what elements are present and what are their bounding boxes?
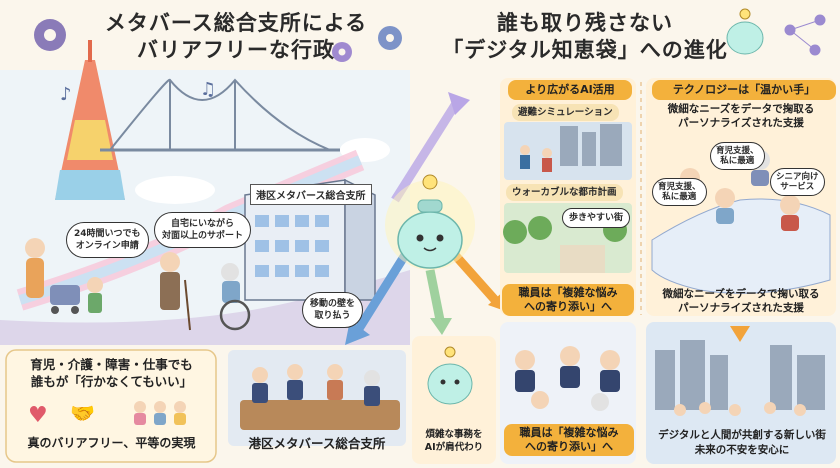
tech-tag: テクノロジーは「温かい手」 [652,80,836,100]
bubble-text: 育児支援、 [658,182,701,192]
bubble-text: 取り払う [314,311,351,321]
city-line: デジタルと人間が共創する新しい街 [658,429,826,441]
office-caption: 港区メタバース総合支所 [248,436,386,451]
network-icon [784,14,826,56]
box-line: 誰もが「行かなくてもいい」 [30,374,193,389]
cloud [135,176,215,204]
barrier-free-caption: 真のバリアフリー、平等の実現 [27,436,196,450]
lightbulb-icon [422,174,438,190]
bubble-home: 自宅にいながら 対面以上のサポート [154,212,252,248]
small-mascot [412,336,496,464]
heart-icon: ♥ [28,403,48,428]
lightbulb-icon [444,346,456,358]
caption-line: AIが肩代わり [424,442,484,453]
handshake-icon: 🤝 [70,401,95,425]
bubble-text: シニア向け [776,172,819,182]
bubble-text: 私に最適 [720,156,755,166]
staff-tag: 職員は「複雑な悩み への寄り添い」へ [502,284,634,316]
mother-with-stroller [25,238,103,314]
gear-icon [34,19,66,51]
tag-line: への寄り添い」へ [525,440,613,453]
tech-bottom-text: 微細なニーズをデータで掬い取る パーソナライズされた支援 [648,287,834,315]
meeting-people [252,364,380,406]
right-title: 誰も取り残さない 「デジタル知恵袋」への進化 [440,10,730,64]
city-line: 未来の不安を安心に [694,444,790,456]
bubble-text: 育児支援、 [716,146,759,156]
bubble-text: サービス [780,182,815,192]
elderly-man [160,252,191,331]
bubble-child-2: 育児支援、 私に最適 [652,178,707,206]
left-title: メタバース総合支所による バリアフリーな行政 [86,10,386,64]
building-sign: 港区メタバース総合支所 [250,184,372,205]
city-people [674,402,806,416]
wheelchair-user [219,263,251,331]
arrow-down-icon [730,326,750,342]
left-title-line: メタバース総合支所による [104,11,368,35]
left-title-line: バリアフリーな行政 [137,38,335,62]
tech-line: 微細なニーズをデータで掬い取る [662,288,820,300]
tech-line: 微細なニーズをデータで掬取る [667,103,815,115]
bubble-online: 24時間いつでも オンライン申請 [66,222,149,258]
running-people [520,145,552,172]
caption-line: 煩雑な事務を [425,429,483,440]
ai-tag: より広がるAI活用 [508,80,632,100]
tech-line: パーソナライズされた支援 [678,117,804,129]
tech-line: パーソナライズされた支援 [678,302,804,314]
tag-line: 職員は「複雑な悩み [518,286,618,299]
bag-icon [726,8,764,55]
bubble-text: 移動の壁を [310,299,356,309]
box-line: 育児・介護・障害・仕事でも [30,357,193,372]
right-title-line: 「デジタル知恵袋」への進化 [442,38,728,62]
staff-people [515,346,620,411]
walk-bubble: 歩きやすい街 [562,208,631,228]
right-title-line: 誰も取り残さない [497,11,673,35]
bubble-text: 自宅にいながら [171,219,235,229]
sim-label: 避難シミュレーション [512,104,619,121]
tag-line: への寄り添い」へ [524,300,612,313]
music-note-icon: ♫ [200,79,216,100]
bubble-wall: 移動の壁を 取り払う [302,292,364,328]
family-icon [134,401,186,425]
rainbow-bridge [100,78,340,152]
metaverse-building [244,178,376,301]
arrow-down [425,269,445,321]
arrow-up [391,102,459,203]
bubble-text: 24時間いつでも [74,229,141,239]
bubble-text: オンライン申請 [75,241,139,251]
mascot-caption: 煩雑な事務を AIが肩代わり [412,428,496,454]
barrier-free-box [5,349,217,463]
walk-label: ウォーカブルな都市計画 [506,184,623,201]
wisdom-bag-mascot [385,174,475,270]
tech-top-text: 微細なニーズをデータで掬取る パーソナライズされた支援 [650,102,832,130]
music-note-icon: ♪ [60,84,72,105]
gear-icon [332,26,402,62]
bubble-text: 対面以上のサポート [162,231,244,241]
ground [0,270,410,345]
tag-line: 職員は「複雑な悩み [519,426,619,439]
staff-tag-2: 職員は「複雑な悩み への寄り添い」へ [504,424,634,456]
arrow-down-right [451,252,499,303]
meeting-table [240,400,400,430]
city-caption: デジタルと人間が共創する新しい街 未来の不安を安心に [650,428,834,458]
bubble-text: 私に最適 [662,192,697,202]
bubble-senior: シニア向け サービス [770,168,825,196]
arrow-down-left [351,252,409,338]
bubble-child: 育児支援、 私に最適 [710,142,765,170]
barrier-free-heading: 育児・介護・障害・仕事でも 誰もが「行かなくてもいい」 [14,356,209,390]
